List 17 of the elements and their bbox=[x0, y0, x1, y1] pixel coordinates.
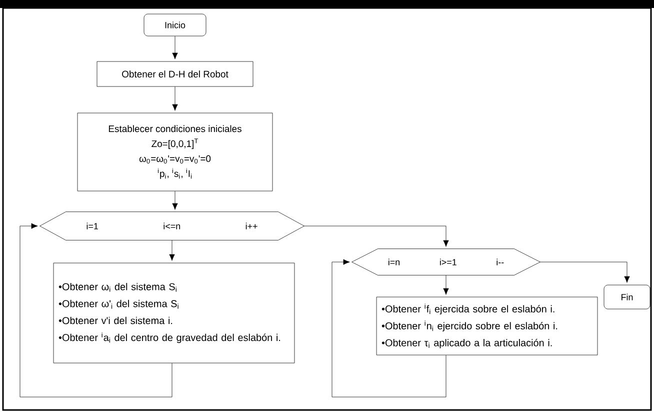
arrow bbox=[172, 191, 178, 210]
arrow bbox=[172, 86, 178, 111]
arrow bbox=[540, 262, 630, 283]
terminal-box: Fin bbox=[604, 284, 650, 310]
arrow bbox=[332, 259, 446, 398]
loop-hexagon: i=n i>=1 i-- bbox=[352, 248, 540, 276]
terminal-box: Inicio bbox=[144, 14, 206, 36]
arrow bbox=[169, 240, 175, 261]
process-box: Establecer condiciones iniciales Zo=[0,0,1]$^{T}$ ω$_{0}$=ω$_{0}$'=v$_{0}$=v$_{0}$'=0 $^{i}$p$_{i}$, $^{i}$s$_{i}$, $^{i}$I$_{i}$ bbox=[77, 112, 273, 192]
arrow bbox=[172, 36, 178, 60]
arrow bbox=[304, 226, 449, 247]
process-box: Obtener el D-H del Robot bbox=[96, 61, 254, 87]
arrow bbox=[20, 223, 172, 398]
arrow bbox=[443, 275, 449, 295]
loop-hexagon: i=1 i<=n i++ bbox=[40, 212, 304, 240]
process-box: •Obtener ω$_{i}$ del sistema S$_{i}$ •Obtener ω'$_{i}$ del sistema S$_{i}$ •Obtener v'i del sistema i. •Obtener $^{i}$a$_{i}$ del centro de gravedad del eslabón i. bbox=[53, 262, 295, 364]
process-box: •Obtener $^{i}$f$_{i}$ ejercida sobre el eslabón i. •Obtener $^{i}$n$_{i}$ ejercido sobre el eslabón i. •Obtener τ$_{i}$ aplicado a la articulación i. bbox=[376, 296, 598, 356]
